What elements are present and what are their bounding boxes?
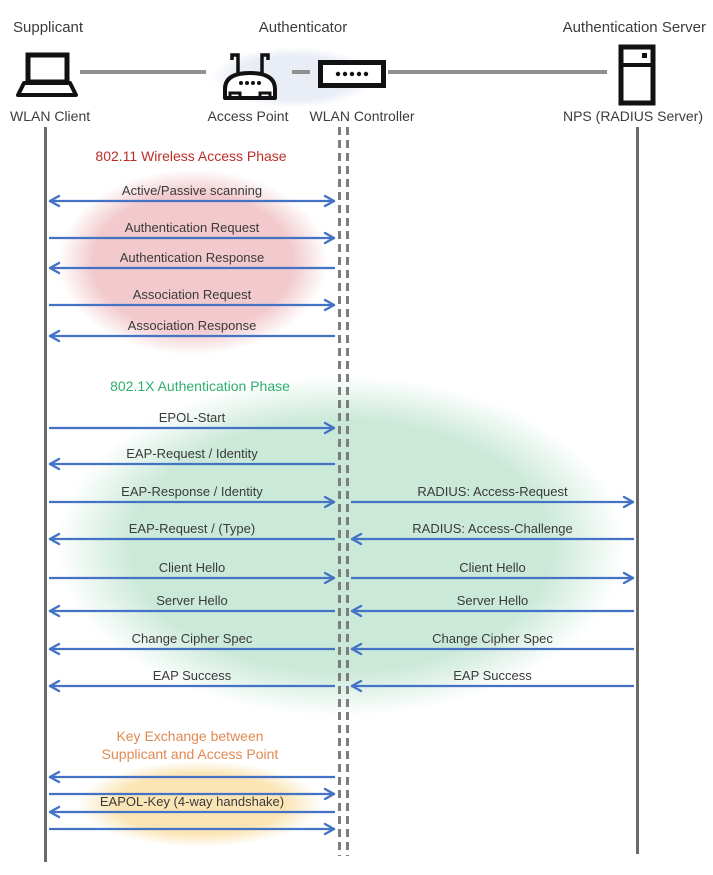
message-label: Client Hello bbox=[158, 560, 226, 575]
message-arrow bbox=[48, 679, 335, 693]
device-label-access-point: Access Point bbox=[207, 108, 289, 124]
message-arrow bbox=[49, 495, 336, 509]
message-arrow bbox=[48, 261, 335, 275]
device-label-nps-radius-server: NPS (RADIUS Server) bbox=[562, 108, 704, 124]
role-label-supplicant: Supplicant bbox=[13, 19, 84, 36]
message-label: EAP Success bbox=[152, 668, 232, 683]
message-arrow bbox=[49, 787, 336, 801]
message-arrow bbox=[49, 571, 336, 585]
message-label: Authentication Response bbox=[119, 250, 265, 265]
role-label-authenticator: Authenticator bbox=[258, 19, 348, 36]
message-arrow bbox=[350, 532, 634, 546]
message-arrow bbox=[48, 805, 335, 819]
role-label-authentication-server: Authentication Server bbox=[562, 19, 706, 36]
message-label: RADIUS: Access-Challenge bbox=[412, 521, 573, 536]
message-label: Server Hello bbox=[456, 593, 529, 608]
message-label: EAP-Response / Identity bbox=[121, 484, 263, 499]
message-label: RADIUS: Access-Request bbox=[417, 484, 568, 499]
message-label: EAP-Request / Identity bbox=[126, 446, 258, 461]
message-label: Active/Passive scanning bbox=[121, 183, 263, 198]
lifeline-wlan-controller-dashed bbox=[338, 127, 341, 856]
server-icon bbox=[618, 44, 656, 106]
message-label: EAPOL-Key (4-way handshake) bbox=[99, 794, 285, 809]
message-arrow bbox=[48, 770, 335, 784]
phase-title-key-exchange: Key Exchange between Supplicant and Acce… bbox=[40, 727, 340, 763]
device-label-wlan-controller: WLAN Controller bbox=[309, 108, 415, 124]
message-arrow bbox=[48, 604, 335, 618]
message-arrow bbox=[48, 457, 335, 471]
lifeline-wlan-controller-dashed bbox=[346, 127, 349, 856]
phase-8021x-ellipse bbox=[57, 376, 625, 716]
message-label: Change Cipher Spec bbox=[432, 631, 553, 646]
message-arrow bbox=[48, 194, 336, 208]
phase-key-ellipse bbox=[78, 761, 322, 847]
wlan-controller-icon bbox=[318, 60, 386, 88]
access-point-icon bbox=[223, 53, 277, 100]
message-arrow bbox=[49, 822, 336, 836]
message-arrow bbox=[350, 604, 634, 618]
message-arrow bbox=[351, 495, 635, 509]
phase-title-key-line2: Supplicant and Access Point bbox=[101, 746, 279, 762]
message-label: Server Hello bbox=[156, 593, 228, 608]
message-label: EAP-Request / (Type) bbox=[128, 521, 256, 536]
message-arrow bbox=[48, 532, 335, 546]
connector-line bbox=[388, 70, 607, 74]
message-label: Association Request bbox=[132, 287, 252, 302]
connector-line bbox=[80, 70, 206, 74]
message-label: Change Cipher Spec bbox=[131, 631, 253, 646]
message-label: Association Response bbox=[127, 318, 257, 333]
message-arrow bbox=[350, 642, 634, 656]
lifeline-nps-server bbox=[636, 127, 639, 854]
message-label: EAP Success bbox=[453, 668, 532, 683]
connector-dash bbox=[292, 70, 310, 74]
message-arrow bbox=[49, 298, 336, 312]
laptop-icon bbox=[16, 52, 78, 97]
phase-title-80211: 802.11 Wireless Access Phase bbox=[95, 148, 287, 164]
message-label: Client Hello bbox=[459, 560, 526, 575]
message-label: Authentication Request bbox=[124, 220, 260, 235]
message-arrow bbox=[350, 679, 634, 693]
message-arrow bbox=[48, 642, 335, 656]
lifeline-wlan-client bbox=[44, 127, 47, 862]
phase-title-key-line1: Key Exchange between bbox=[116, 728, 264, 744]
message-arrow bbox=[49, 421, 336, 435]
message-arrow bbox=[351, 571, 635, 585]
message-arrow bbox=[49, 231, 336, 245]
message-label: EPOL-Start bbox=[158, 410, 226, 425]
phase-title-8021x: 802.1X Authentication Phase bbox=[110, 378, 290, 394]
device-label-wlan-client: WLAN Client bbox=[10, 108, 91, 124]
message-arrow bbox=[48, 329, 335, 343]
